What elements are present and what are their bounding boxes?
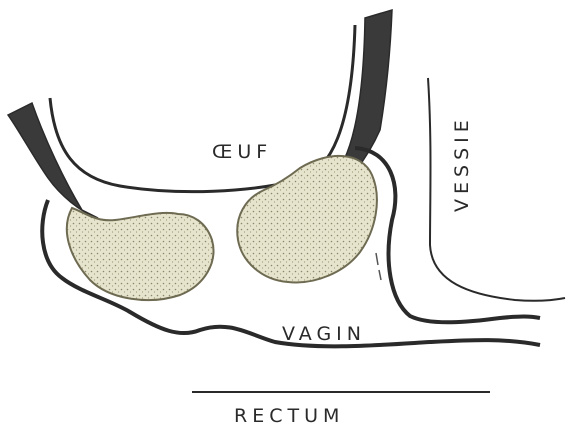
label-vessie: VESSIE [451, 115, 473, 212]
uterine-wall-right [344, 10, 392, 170]
fibroid-mass-left [67, 208, 214, 300]
label-rectum: RECTUM [234, 405, 344, 427]
bladder-outline [428, 78, 565, 301]
hatch-mark [376, 253, 381, 280]
label-oeuf: ŒUF [212, 141, 272, 163]
label-vagin: VAGIN [282, 323, 366, 345]
fibroid-mass-right [237, 156, 377, 282]
vaginal-wall-lower [355, 148, 540, 322]
